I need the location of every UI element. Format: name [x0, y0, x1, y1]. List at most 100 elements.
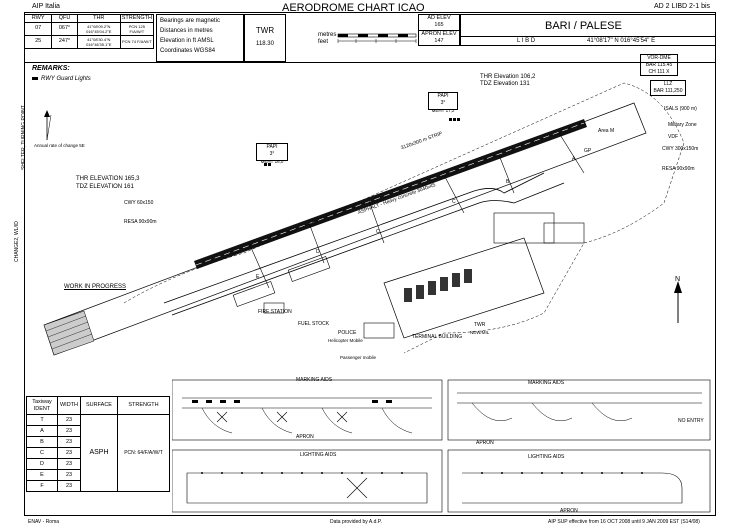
twy-width-cell: 23 [57, 447, 81, 459]
twr-frequency: 118.30 [256, 41, 274, 47]
vor-dme-box: VOR-DME BAR 115.45 CH 111 X [640, 54, 678, 76]
twy-surface-cell: ASPH [80, 414, 118, 492]
connector-taxiways [248, 132, 585, 289]
resa-07: RESA 90x90m [124, 219, 157, 225]
remarks-item: RWY Guard Lights [32, 76, 91, 83]
vdf-label: VDF [668, 134, 678, 140]
footer-center: Data provided by A.d.P. [330, 519, 382, 525]
apron-label: APRON [476, 440, 494, 446]
scale-feet-label: feet [318, 39, 329, 45]
notes-line: Distances in metres [160, 28, 213, 34]
cwy-25-label: CWY 300x150m [662, 146, 699, 152]
thr-elev-25: THR Elevation 106,2 [480, 74, 536, 80]
tdz-elev-25: TDZ Elevation 131 [480, 81, 530, 87]
isals-label: ISALS (900 m) [664, 106, 697, 112]
svg-text:B: B [506, 179, 510, 185]
work-in-progress: WORK IN PROGRESS [64, 284, 127, 290]
twy-ident-cell: B [26, 436, 58, 448]
papi-07-meht: MEHT 16,0 [260, 159, 284, 164]
police-heli-label: Helicopter Mobile [328, 338, 363, 343]
llz-box: LLZ BAR 111,250 [650, 80, 686, 96]
rwy-cell: 07 [23, 21, 53, 36]
passenger-mobile-label: Passenger mobile [340, 355, 377, 360]
hatch-lines [45, 315, 93, 350]
marking-aids-1-title: MARKING AIDS [296, 377, 333, 383]
twy-ident-header: Taxiway IDENT [26, 396, 58, 415]
remarks-item-text: RWY Guard Lights [41, 76, 91, 82]
no-entry-label: NO ENTRY [678, 418, 704, 424]
apron-label: APRON [296, 434, 314, 440]
rwy-cell: 25 [23, 34, 53, 49]
twy-letter-e: E [256, 274, 260, 280]
main-apron [383, 237, 545, 339]
svg-text:C: C [376, 229, 380, 235]
side-label-rotated: CHANGE2, WL/ID [14, 221, 20, 262]
area-m-label: Area M [598, 128, 615, 134]
chart-left-rule [24, 12, 25, 516]
inset-marking-aids-1 [172, 379, 443, 441]
guard-lights-legend-icon [32, 76, 38, 80]
police-label: POLICE [338, 330, 357, 336]
station-divider [461, 36, 715, 37]
twy-width-cell: 23 [57, 469, 81, 481]
twy-ident-cell: F [26, 480, 58, 492]
apron-elev-value: 147 [434, 38, 444, 44]
header-left: AIP Italia [32, 3, 60, 10]
papi-07-box: PAPI 3° MEHT 16,0 [256, 143, 288, 164]
thr-cell: 41°08'09.2"N 016°45'04.2"E [76, 21, 121, 36]
twy-width-cell: 23 [57, 414, 81, 426]
apron-stands [404, 269, 472, 302]
inset-lighting-aids-1 [172, 449, 443, 513]
perimeter-road [123, 82, 685, 354]
strength-cell: PCN 74 F/A/W/T [119, 34, 155, 49]
llz-freq: BAR 111,250 [653, 88, 683, 94]
twy-ident-cell: A [26, 425, 58, 437]
resa-25-label: RESA 90x90m [662, 166, 695, 172]
twy-ident-cell: C [26, 447, 58, 459]
ad-elev-label: AD ELEV [427, 15, 451, 21]
thr-col-header: THR [76, 14, 121, 23]
strength-cell: PCN 125 F/A/W/T [119, 21, 155, 36]
runway-strip [43, 102, 647, 356]
magnetic-variation-arrow [44, 110, 52, 141]
papi-markers [264, 118, 460, 166]
lighting-aids-2-title: LIGHTING AIDS [528, 454, 565, 460]
marking-aids-2-title: MARKING AIDS [528, 380, 565, 386]
twy-width-cell: 23 [57, 425, 81, 437]
runway-centerline [195, 122, 585, 266]
twy-width-cell: 23 [57, 458, 81, 470]
notes-line: Elevation in ft AMSL [160, 38, 214, 44]
apron-label: APRON [560, 508, 578, 514]
twy-width-cell: 23 [57, 436, 81, 448]
papi-07-label: PAPI [266, 144, 278, 150]
station-coords: 41°08'17" N 016°45'54" E [587, 38, 656, 44]
scale-metres-label: metres [318, 32, 337, 38]
north-label: N [675, 276, 681, 283]
qfu-col-header: QFU [51, 14, 78, 23]
chart-title: AERODROME CHART ICAO [282, 2, 425, 14]
twy-width-header: WIDTH [57, 396, 81, 415]
notes-line: Bearings are magnetic [160, 18, 221, 24]
vor-dme-freq: BAR 115.45 [645, 62, 673, 68]
twr-box: TWR 118.30 [244, 14, 286, 62]
runway-07-25 [194, 119, 587, 269]
svg-text:A: A [572, 156, 576, 162]
footer-left: ENAV - Roma [28, 519, 60, 525]
header-right: AD 2 LIBD 2-1 bis [654, 3, 711, 10]
parallel-taxiway-edge [171, 182, 565, 316]
twy-width-cell: 23 [57, 480, 81, 492]
footer-right: AIP SUP effective from 16 OCT 2008 until… [548, 519, 700, 525]
ad-elev-box: AD ELEV 165 [418, 14, 460, 31]
apron-elev-label: APRON ELEV [421, 31, 457, 37]
station-name: BARI / PALESE [545, 20, 622, 32]
qfu-cell: 067° [51, 21, 78, 36]
insets-drawing [172, 379, 711, 513]
military-zone-label: Military Zone [668, 122, 697, 128]
taxiway-table: Taxiway IDENT WIDTH SURFACE STRENGTH T 2… [26, 396, 170, 492]
station-box: BARI / PALESE L I B D 41°08'17" N 016°45… [460, 14, 716, 46]
twy-ident-cell: E [26, 469, 58, 481]
twr-label: TWR [255, 26, 275, 35]
twy-strength-cell: PCN: 64/F/A/W/T [117, 414, 170, 492]
north-arrow [674, 281, 682, 323]
